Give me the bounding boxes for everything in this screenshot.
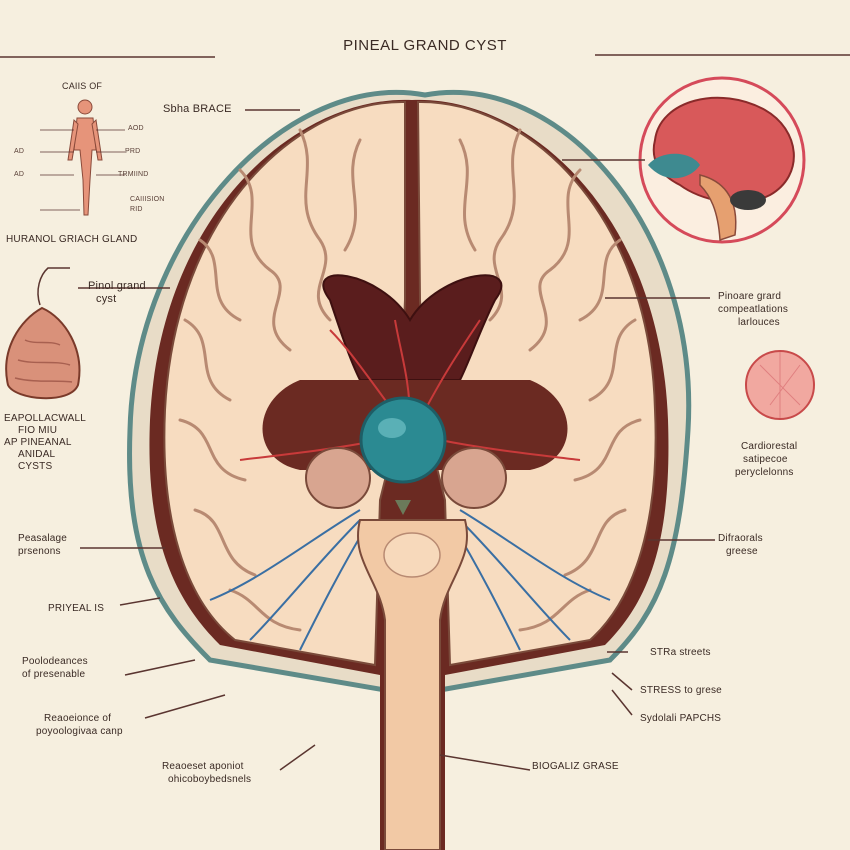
label-reactance-psychologica: Reaoeionce of poyoologivaa canp [36,713,123,737]
body-label-5: TRMIIND [118,171,149,178]
brainstem-icon [357,519,468,850]
pineal-gland-icon [5,306,81,400]
body-label-3: AOD [128,125,144,132]
label-cause-of: CAIIS OF [62,81,103,91]
left-leader-lines [78,109,316,771]
left-thalamus [305,447,371,509]
label-diffraorals-greese: Difraorals greese [718,533,763,557]
human-body-icon [67,99,103,216]
label-pseudo-presence: Poolodeances of presenable [22,656,88,680]
pineal-cyst-icon [359,396,447,484]
body-label-4: PRD [125,148,141,155]
label-pinol-grand-cyst: Pinol grand cyst [88,280,146,305]
body-label-7: RID [130,206,143,213]
label-pinoare-grard: Pinoare grard compeatlations larlouces [718,291,789,328]
right-thalamus [441,447,507,509]
label-human-gland: HURANOL GRIACH GLAND [6,234,138,245]
cross-section-icon [745,350,815,420]
body-label-6: CAIIISION [130,196,165,203]
body-label-1: AD [14,148,25,155]
label-biogaliz-grase: BIOGALIZ GRASE [532,761,619,772]
label-sbha-brace: Sbha BRACE [163,103,232,115]
body-label-2: AD [14,171,25,178]
label-stira-streets: STRa streets [650,647,711,658]
diagram-title: PINEAL GRAND CYST [343,37,507,54]
label-cardioroetal: Cardiorestal satipecoe peryclelonns [735,441,798,478]
brain-sagittal-icon [638,76,806,244]
label-sydolali-papchs: Sydolali PAPCHS [640,713,722,724]
label-stress-to-grese: STRESS to grese [640,685,722,696]
pons [383,532,441,578]
label-physeal: PRIYEAL IS [48,603,105,614]
gyri-folds [178,128,642,632]
label-apical-grand: EAPOLLACWALL FIO MIU AP PINEANAL ANIDAL … [4,413,87,472]
label-passage-presence: Peasalage prsenons [18,533,68,557]
pineal-stalk [395,500,411,515]
right-leader-lines [439,297,715,771]
brain-axial-section [127,90,692,850]
pinol-leader [37,267,70,306]
label-reaosest-apricot: Reaoeset aponiot ohicoboybedsnels [162,761,252,785]
body-leader-lines [40,129,125,211]
